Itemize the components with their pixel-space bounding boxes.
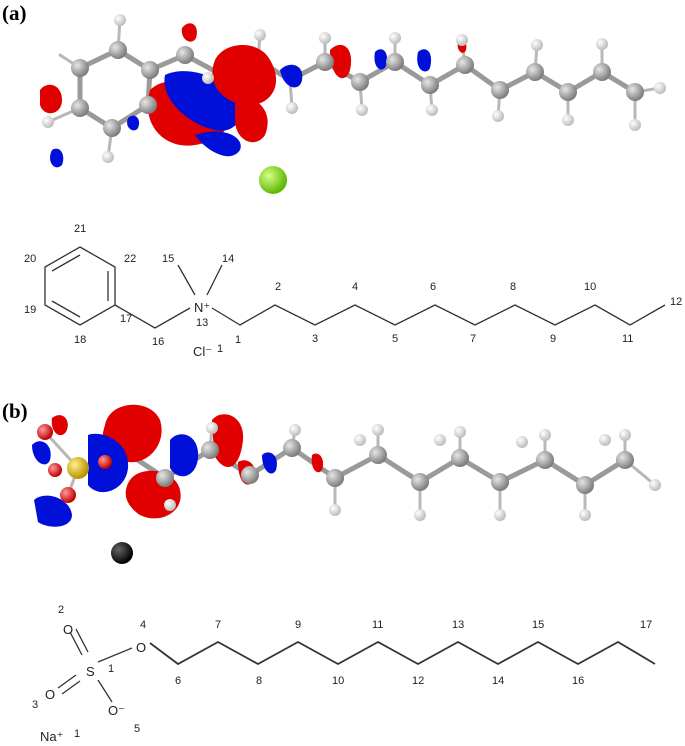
atom-number: 4 [140,619,146,631]
negative-lobe [170,434,199,477]
atom-number: 14 [222,253,234,265]
positive-lobe [212,414,244,467]
atom-number: 1 [235,334,241,346]
atom-number: 10 [584,281,596,293]
atom-number: 6 [430,281,436,293]
oxygen-label: O [63,622,73,637]
panel-a-structure: N⁺ 2 3 4 5 6 7 8 9 10 11 12 13 14 15 16 … [24,223,682,359]
oxygen-atoms-b [37,424,112,503]
methyl-14 [206,264,223,296]
atom-number: 15 [532,619,544,631]
sulfur-label: S [86,664,95,679]
atom-number: 5 [134,723,140,735]
atom-number: 18 [74,334,86,346]
atom-number: 2 [58,604,64,616]
sodium-label: Na⁺ [40,729,63,744]
sodium-ion-sphere [111,542,133,564]
atom-number: 8 [256,675,262,687]
negative-lobe [262,452,277,474]
orbital-lobes-a [40,23,467,168]
atom-number: 19 [24,304,36,316]
s-o-bond-2 [69,631,83,656]
chloride-number: 1 [217,343,223,355]
carbon-atoms-a [71,41,644,137]
negative-lobe [417,49,432,72]
hydrogen-atoms-a [42,14,666,163]
atom-number: 2 [275,281,281,293]
positive-lobe [212,45,277,105]
atom-number: 9 [295,619,301,631]
atom-number: 14 [492,675,504,687]
positive-lobe [311,453,324,473]
atom-number: 7 [470,333,476,345]
atom-number: 1 [108,663,114,675]
atom-number: 16 [572,675,584,687]
oxygen-label: O [136,640,146,655]
atom-number: 11 [622,333,633,345]
panel-a-label: (a) [2,1,27,25]
negative-lobe [34,495,72,527]
negative-lobe [374,49,388,70]
atom-number: 12 [412,675,424,687]
dodecyl-chain [149,640,656,666]
s-o-bond-5 [97,679,113,703]
negative-lobe [50,148,64,168]
atom-number: 16 [152,336,164,348]
atom-number: 21 [74,223,86,235]
chloride-ion-sphere [259,166,287,194]
dodecyl-chain [211,304,666,326]
atom-number: 13 [452,619,464,631]
positive-lobe [235,95,268,143]
negative-lobe [32,441,51,465]
benzene-ring [44,246,116,326]
atom-number: 17 [640,619,652,631]
positive-lobe [330,44,352,79]
s-o-bond-3 [57,674,77,689]
atom-number: 13 [196,317,208,329]
ammonium-nitrogen: N⁺ [194,300,210,315]
atom-number: 22 [124,253,136,265]
oxygen-label: O [45,687,55,702]
atom-number: 9 [550,333,556,345]
atom-number: 4 [352,281,358,293]
negative-lobe [195,131,241,157]
s-o-bond-4 [97,647,133,663]
atom-number: 17 [120,313,132,325]
positive-lobe [40,84,62,114]
methyl-15 [177,264,196,296]
negative-lobe [127,115,140,131]
atom-number: 5 [392,333,398,345]
atom-number: 3 [32,699,38,711]
negative-lobe [280,64,303,88]
atom-number: 3 [312,333,318,345]
panel-b-structure: S O O O O⁻ 1 2 3 4 5 6 7 8 9 10 11 12 13… [32,604,656,744]
oxygen-anion-label: O⁻ [108,703,125,718]
atom-number: 10 [332,675,344,687]
benzyl-bond [114,304,191,329]
carbon-atoms-b [156,439,634,494]
sodium-number: 1 [74,728,80,740]
hydrogen-atoms-b [164,422,661,521]
panel-b-label: (b) [2,399,28,423]
atom-number: 11 [372,619,383,631]
chloride-label: Cl⁻ [193,344,212,359]
positive-lobe [181,23,197,42]
atom-number: 15 [162,253,174,265]
atom-number: 7 [215,619,221,631]
positive-lobe [51,415,68,436]
atom-number: 6 [175,675,181,687]
panel-a-3d-model [40,14,666,194]
atom-number: 20 [24,253,36,265]
atom-number: 8 [510,281,516,293]
sulfur-atom-sphere [67,457,89,479]
panel-b-3d-model [32,404,661,564]
benzene-ring-stick [77,47,153,131]
atom-number: 12 [670,296,682,308]
